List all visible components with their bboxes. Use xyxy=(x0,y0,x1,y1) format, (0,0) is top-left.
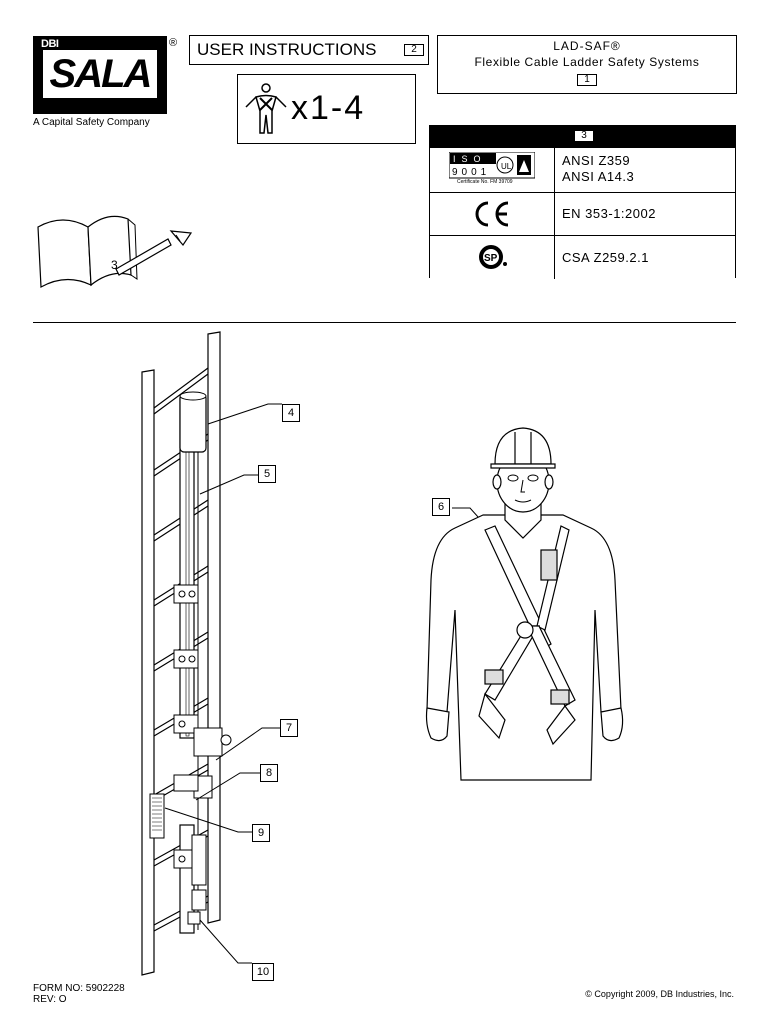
ce-mark-icon xyxy=(475,201,509,227)
worker-figure-icon xyxy=(245,83,287,134)
form-info: FORM NO: 5902228 REV: O xyxy=(33,983,125,1005)
ladder-system-illustration xyxy=(141,331,232,976)
product-ref-tag: 1 xyxy=(577,74,597,86)
revision: REV: O xyxy=(33,994,67,1005)
standards-row-csa: SP CSA Z259.2.1 xyxy=(429,235,736,279)
form-number: FORM NO: 5902228 xyxy=(33,983,125,994)
callout-6: 6 xyxy=(432,498,450,516)
title-box: USER INSTRUCTIONS 2 xyxy=(189,35,429,65)
document-title: USER INSTRUCTIONS xyxy=(197,40,377,59)
iso-certificate-number: Certificate No. FM 39709 xyxy=(457,179,513,185)
callout-8: 8 xyxy=(260,764,278,782)
product-box: LAD-SAF® Flexible Cable Ladder Safety Sy… xyxy=(437,35,737,94)
callout-5: 5 xyxy=(258,465,276,483)
company-tagline: A Capital Safety Company xyxy=(33,117,150,128)
ansi-a14: ANSI A14.3 xyxy=(562,169,635,184)
standards-table: 3 ISO 9001 UL Certificate No. FM 39709 A… xyxy=(429,125,736,279)
product-subtitle: Flexible Cable Ladder Safety Systems xyxy=(474,55,700,69)
logo-dbi-text: DBI xyxy=(41,38,59,50)
svg-text:SP: SP xyxy=(484,253,498,264)
title-ref-tag: 2 xyxy=(404,44,424,56)
svg-text:ISO: ISO xyxy=(453,154,487,164)
logo-sala-text: SALA xyxy=(43,50,157,98)
product-name: LAD-SAF® xyxy=(553,39,621,53)
en-353: EN 353-1:2002 xyxy=(562,206,656,221)
standards-row-ansi: ISO 9001 UL Certificate No. FM 39709 ANS… xyxy=(429,147,736,192)
callout-9: 9 xyxy=(252,824,270,842)
ansi-z359: ANSI Z359 xyxy=(562,153,631,168)
csa-z259: CSA Z259.2.1 xyxy=(562,250,649,265)
section-divider xyxy=(33,322,736,323)
iso-9001-logo-icon: ISO 9001 UL xyxy=(449,152,535,179)
registered-mark: ® xyxy=(169,37,178,49)
callout-4: 4 xyxy=(282,404,300,422)
user-count: x1-4 xyxy=(291,89,366,127)
standards-header: 3 xyxy=(429,125,736,147)
users-box: x1-4 xyxy=(237,74,416,144)
sala-logo: DBI SALA xyxy=(33,36,167,114)
csa-logo-icon: SP xyxy=(479,245,507,269)
manual-ref-number: 3 xyxy=(111,258,118,272)
worker-harness-illustration xyxy=(425,427,624,781)
read-manual-icon: 3 xyxy=(37,215,193,288)
svg-text:9001: 9001 xyxy=(452,167,490,178)
svg-text:UL: UL xyxy=(501,162,512,171)
standards-row-en: EN 353-1:2002 xyxy=(429,192,736,235)
standards-ref-tag: 3 xyxy=(574,130,594,142)
callout-10: 10 xyxy=(252,963,274,981)
copyright: © Copyright 2009, DB Industries, Inc. xyxy=(585,989,734,999)
callout-7: 7 xyxy=(280,719,298,737)
